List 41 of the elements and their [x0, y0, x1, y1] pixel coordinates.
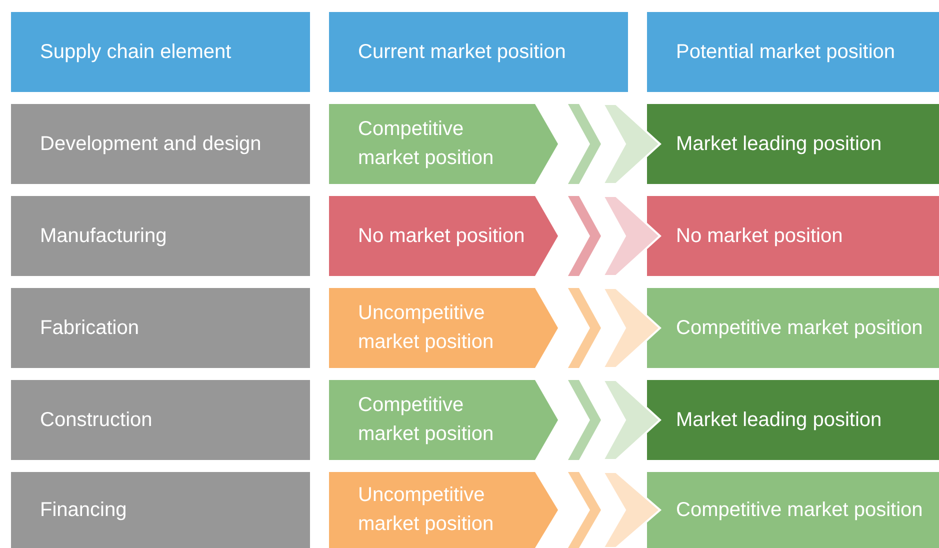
cell-text: Competitive market position [358, 117, 495, 171]
cell-text: Uncompetitive market position [358, 301, 495, 355]
header-box [11, 12, 310, 92]
row-label-box [11, 288, 310, 368]
row-label-box [11, 104, 310, 184]
chevron-arrow [568, 287, 662, 369]
chevron-arrow [568, 195, 662, 277]
cell-text: Competitive market position [676, 316, 923, 340]
row-label-box [11, 380, 310, 460]
cell-text: Competitive market position [358, 393, 495, 447]
header-text: Potential market position [676, 40, 896, 64]
current-position-box [329, 104, 558, 184]
row-label-box [11, 196, 310, 276]
potential-position-box [647, 472, 939, 548]
cell-text: Construction [40, 408, 152, 432]
header-text: Current market position [358, 40, 566, 64]
cell-text: No market position [358, 224, 525, 248]
current-position-box [329, 196, 558, 276]
cell-text: Manufacturing [40, 224, 167, 248]
chevron-arrow [568, 471, 662, 548]
cell-text: Financing [40, 498, 127, 522]
cell-text: Market leading position [676, 132, 882, 156]
potential-position-box [647, 104, 939, 184]
row-label-box [11, 472, 310, 548]
chevron-arrow [568, 103, 662, 185]
cell-text: Development and design [40, 132, 262, 156]
header-box [329, 12, 628, 92]
cell-text: Fabrication [40, 316, 139, 340]
cell-text: Market leading position [676, 408, 882, 432]
cell-text: Uncompetitive market position [358, 483, 495, 537]
chevron-arrow [568, 379, 662, 461]
header-box [647, 12, 939, 92]
header-text: Supply chain element [40, 40, 232, 64]
current-position-box [329, 380, 558, 460]
potential-position-box [647, 196, 939, 276]
current-position-box [329, 288, 558, 368]
current-position-box [329, 472, 558, 548]
potential-position-box [647, 380, 939, 460]
potential-position-box [647, 288, 939, 368]
cell-text: No market position [676, 224, 843, 248]
cell-text: Competitive market position [676, 498, 923, 522]
